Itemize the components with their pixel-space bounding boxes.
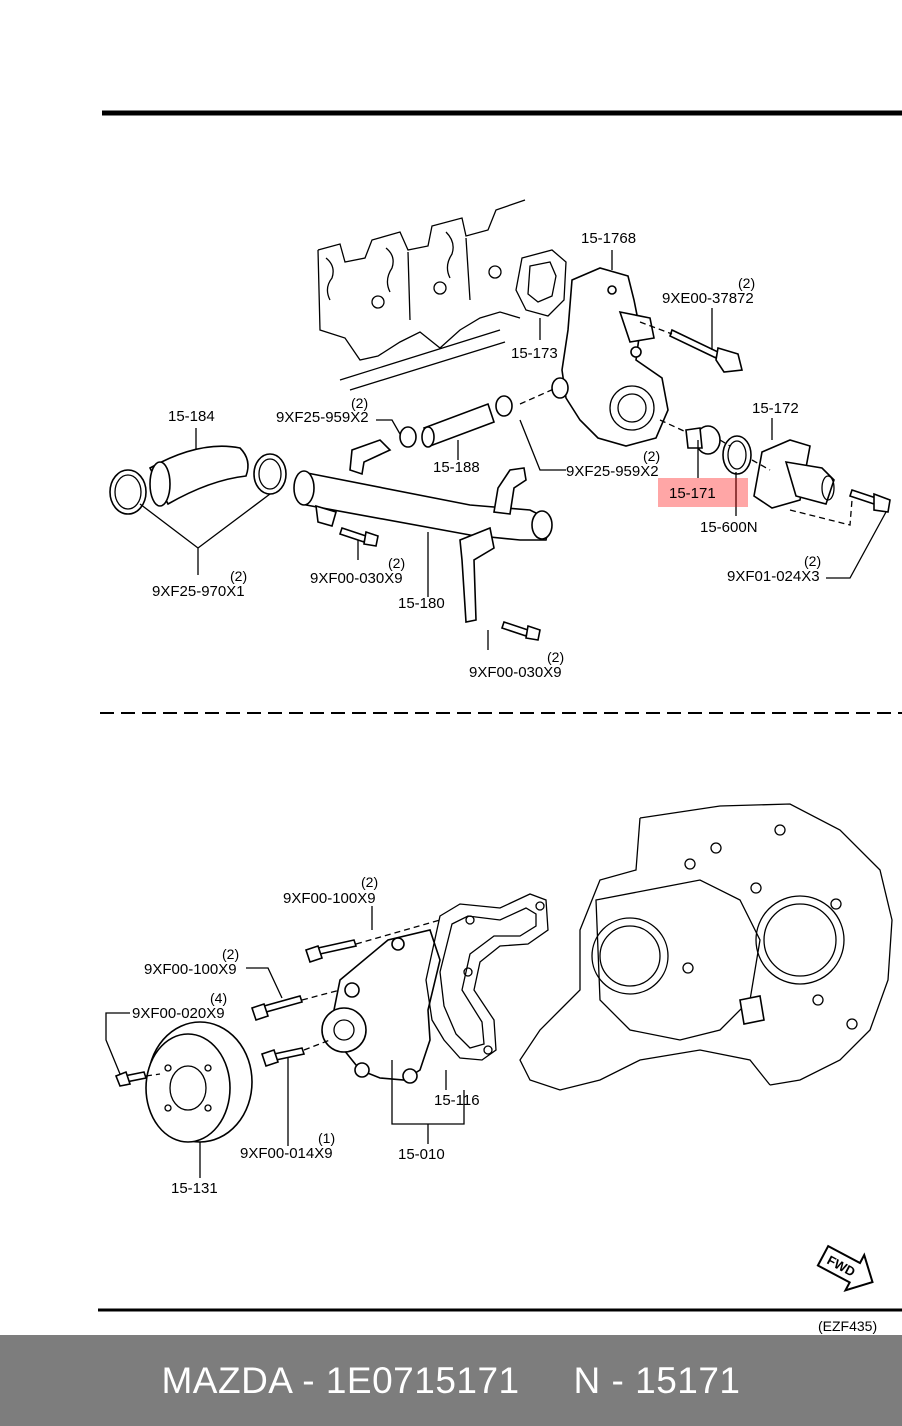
- qty-9xf00-030x9-a: (2): [388, 555, 405, 571]
- qty-9xf00-020x9: (4): [210, 990, 227, 1006]
- label-9xe00-37872: 9XE00-37872: [662, 290, 754, 307]
- label-15-116: 15-116: [434, 1092, 480, 1109]
- label-15-131: 15-131: [171, 1180, 218, 1197]
- label-9xf25-959x2-a: 9XF25-959X2: [276, 409, 369, 426]
- qty-9xf00-100x9-a: (2): [361, 874, 378, 890]
- label-9xf00-020x9: 9XF00-020X9: [132, 1005, 225, 1022]
- label-15-184: 15-184: [168, 408, 215, 425]
- label-9xf00-014x9: 9XF00-014X9: [240, 1145, 333, 1162]
- label-9xf00-030x9-b: 9XF00-030X9: [469, 664, 562, 681]
- footer-bar: MAZDA - 1E0715171 N - 15171: [0, 1335, 902, 1426]
- small-clamps: [399, 395, 513, 448]
- water-pump-15-010: [321, 929, 441, 1084]
- label-15-172: 15-172: [752, 400, 799, 417]
- hose-15-188: [421, 402, 496, 448]
- qty-9xf01-024x3: (2): [804, 553, 821, 569]
- cylinder-head-outline: [317, 199, 526, 391]
- leader-lines-bottom: [105, 906, 465, 1178]
- engine-block-outline: [519, 803, 893, 1091]
- bolts-bottom: [114, 939, 358, 1087]
- qty-9xf00-014x9: (1): [318, 1130, 335, 1146]
- label-9xf01-024x3: 9XF01-024X3: [727, 568, 820, 585]
- bolt-9xf01-024x3: [848, 488, 891, 513]
- thermostat-housing-15-1768: [551, 267, 669, 447]
- assembly-line-bottom: [145, 919, 441, 1077]
- water-pipe-15-180: [293, 439, 553, 623]
- label-15-180: 15-180: [398, 595, 445, 612]
- qty-9xf25-959x2-b: (2): [643, 448, 660, 464]
- assembly-line: [519, 321, 853, 526]
- label-9xf00-100x9-b: 9XF00-100X9: [144, 961, 237, 978]
- parts-diagram: 15-1768 (2) 9XE00-37872 15-173 15-184 (2…: [98, 110, 902, 1334]
- highlight-15-171: [658, 478, 748, 507]
- leader-lines-top: [139, 250, 887, 650]
- label-15-188: 15-188: [433, 459, 480, 476]
- thermostat-15-171: [685, 425, 721, 455]
- label-15-173: 15-173: [511, 345, 558, 362]
- label-9xf00-100x9-a: 9XF00-100X9: [283, 890, 376, 907]
- fwd-arrow-icon: FWD: [816, 1244, 874, 1293]
- label-15-010: 15-010: [398, 1146, 445, 1163]
- hose-clamp-left-a: [109, 469, 147, 515]
- label-9xf00-030x9-a: 9XF00-030X9: [310, 570, 403, 587]
- pulley-15-131: [145, 1021, 253, 1143]
- gasket-15-116: [425, 893, 549, 1061]
- label-9xf25-959x2-b: 9XF25-959X2: [566, 463, 659, 480]
- reference-code: (EZF435): [818, 1318, 877, 1334]
- qty-9xf25-959x2-a: (2): [351, 395, 368, 411]
- qty-9xe00-37872: (2): [738, 275, 755, 291]
- hose-clamp-left-b: [253, 453, 287, 495]
- bolts-9xf00-030x9: [338, 526, 541, 641]
- gasket-15-173: [515, 249, 567, 317]
- label-15-171: 15-171: [669, 485, 716, 502]
- qty-9xf00-100x9-b: (2): [222, 946, 239, 962]
- label-15-1768: 15-1768: [581, 230, 636, 247]
- part-number-caption: MAZDA - 1E0715171 N - 15171: [161, 1359, 741, 1401]
- qty-9xf25-970x1: (2): [230, 568, 247, 584]
- gasket-15-600n: [722, 435, 752, 475]
- label-9xf25-970x1: 9XF25-970X1: [152, 583, 245, 600]
- bolt-9xe00-37872: [669, 328, 743, 373]
- qty-9xf00-030x9-b: (2): [547, 649, 564, 665]
- thermostat-cover-15-172: [753, 439, 835, 509]
- label-15-600n: 15-600N: [700, 519, 758, 536]
- hose-15-184: [148, 445, 249, 507]
